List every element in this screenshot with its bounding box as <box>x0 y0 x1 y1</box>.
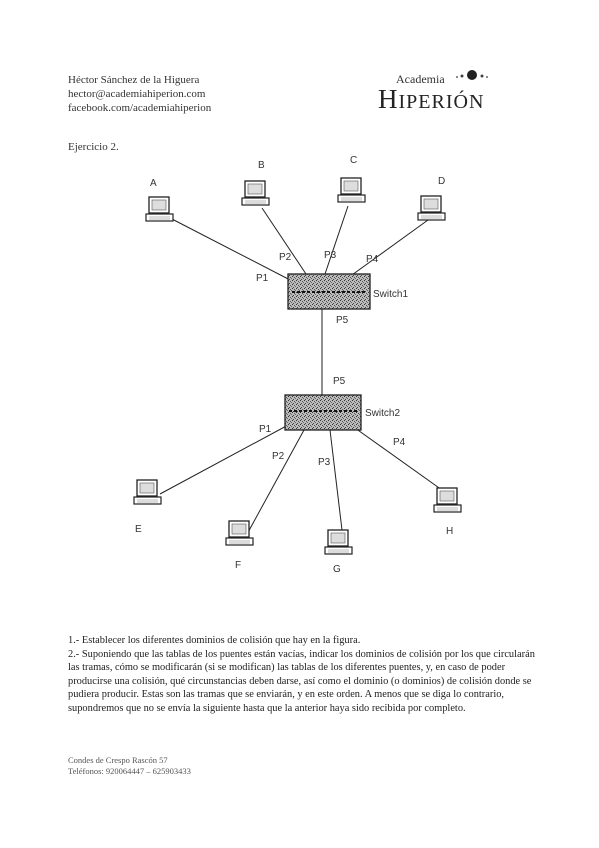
page-footer: Condes de Crespo Rascón 57 Teléfonos: 92… <box>68 755 191 777</box>
footer-phones: Teléfonos: 920064447 – 625903433 <box>68 766 191 776</box>
host-c-icon <box>337 177 366 203</box>
host-f-icon <box>225 520 254 546</box>
exercise-questions: 1.- Establecer los diferentes dominios d… <box>68 634 536 716</box>
switch1-port-p3: P3 <box>324 250 337 261</box>
question-2: 2.- Suponiendo que las tablas de los pue… <box>68 648 535 714</box>
link-c-switch1 <box>324 205 349 275</box>
logo-academia-text: Academia <box>396 72 445 86</box>
host-label-c: C <box>350 155 357 166</box>
host-label-d: D <box>438 176 445 187</box>
logo-brand-text: HIPERIÓN <box>378 84 484 115</box>
host-label-f: F <box>235 560 241 571</box>
link-a-switch1 <box>169 217 295 283</box>
author-header: Héctor Sánchez de la Higuera hector@acad… <box>68 73 211 115</box>
logo-brand-rest: IPERIÓN <box>398 91 485 113</box>
host-label-h: H <box>446 526 453 537</box>
link-switch2-e <box>159 423 291 495</box>
switch2-port-p1: P1 <box>259 424 272 435</box>
author-email: hector@academiahiperion.com <box>68 88 206 100</box>
switch1-port-p2: P2 <box>279 252 292 263</box>
host-h-icon <box>433 487 462 513</box>
logo-emblem-icon <box>456 70 488 80</box>
host-label-b: B <box>258 160 265 171</box>
switch1 <box>287 273 371 310</box>
host-g-icon <box>324 529 353 555</box>
link-d-switch1 <box>344 219 429 281</box>
link-switch2-h <box>354 427 443 491</box>
author-facebook: facebook.com/academiahiperion <box>68 102 212 114</box>
logo-brand-initial: H <box>378 84 399 114</box>
switch2-port-p3: P3 <box>318 457 331 468</box>
switch2-port-p2: P2 <box>272 451 285 462</box>
author-name: Héctor Sánchez de la Higuera <box>68 74 200 86</box>
switch2-label: Switch2 <box>365 408 400 419</box>
question-1: 1.- Establecer los diferentes dominios d… <box>68 635 361 646</box>
switch1-label: Switch1 <box>373 289 408 300</box>
switch1-port-p4: P4 <box>366 254 379 265</box>
host-d-icon <box>417 195 446 221</box>
academy-logo: Academia HIPERIÓN <box>378 64 538 120</box>
switch1-port-p1: P1 <box>256 273 269 284</box>
link-switch2-g <box>329 429 343 531</box>
host-e-icon <box>133 479 162 505</box>
host-label-g: G <box>333 564 341 575</box>
host-b-icon <box>241 180 270 206</box>
switch2-port-p4: P4 <box>393 437 406 448</box>
link-switch2-f <box>245 429 305 537</box>
host-label-e: E <box>135 524 142 535</box>
host-a-icon <box>145 196 174 222</box>
switch2-port-p5: P5 <box>333 376 346 387</box>
host-label-a: A <box>150 178 157 189</box>
switch1-port-p5: P5 <box>336 315 349 326</box>
link-b-switch1 <box>261 207 307 275</box>
footer-address: Condes de Crespo Rascón 57 <box>68 755 168 765</box>
exercise-title: Ejercicio 2. <box>68 141 119 153</box>
switch2 <box>284 394 362 431</box>
network-diagram: Switch1 Switch2 A B C D E F G H P1 P2 P3… <box>133 155 462 575</box>
